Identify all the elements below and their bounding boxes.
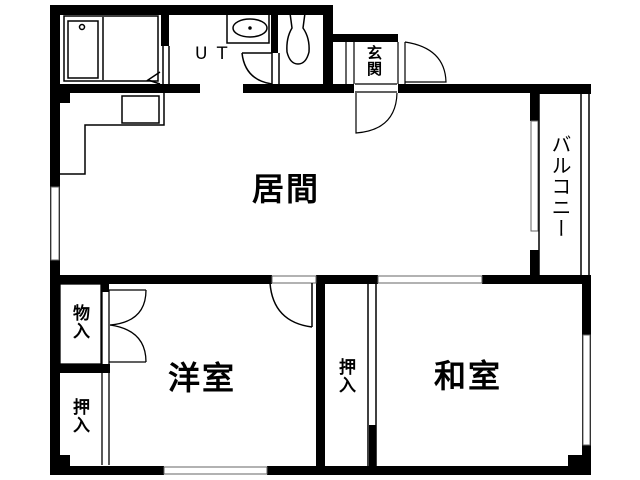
room-label-entrance: 玄関: [365, 45, 383, 77]
middle-closet: [367, 284, 377, 466]
entrance-detail: [345, 41, 447, 134]
western-room-door: [269, 282, 313, 328]
storage-doors: [59, 283, 147, 465]
bathtub: [63, 15, 170, 85]
windows: [50, 120, 591, 475]
room-label-balcony: バルコニー: [548, 134, 572, 239]
room-label-storage: 物入: [69, 304, 89, 340]
walls: [50, 5, 591, 475]
room-label-living: 居間: [252, 170, 321, 208]
kitchen-counter: [60, 93, 165, 175]
toilet: [286, 12, 310, 65]
balcony-outline: [538, 93, 590, 276]
ut-door: [241, 52, 280, 85]
room-label-japanese: 和室: [434, 357, 503, 395]
room-label-closet-left: 押入: [69, 398, 89, 434]
room-label-western: 洋室: [168, 359, 237, 397]
sink: [226, 12, 270, 44]
room-label-closet-middle: 押入: [335, 358, 355, 394]
room-label-ut: U T: [195, 44, 230, 64]
